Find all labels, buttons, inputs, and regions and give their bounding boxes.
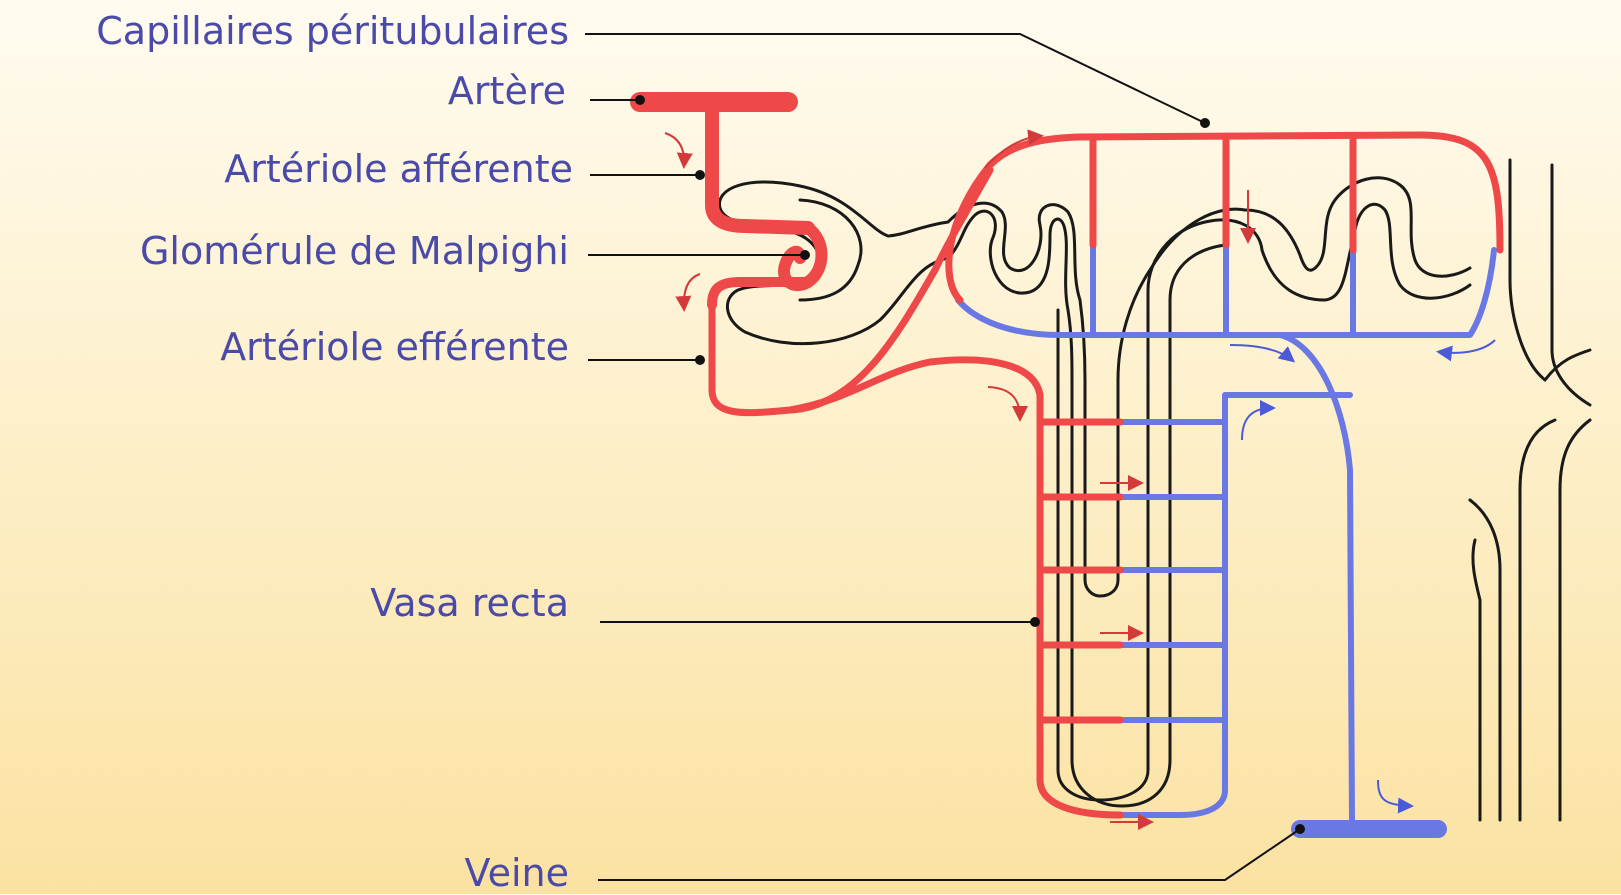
dot-veine [1295,824,1305,834]
arrow-red-vasa-down [988,387,1020,418]
arrow-blue-veine [1378,780,1410,806]
dot-glomerule [800,250,810,260]
dot-arteriole-afferente [695,170,705,180]
arrow-red-efferent [684,274,700,308]
arterial-vessels [640,102,1500,815]
arrow-red-artere [665,133,684,165]
dot-artere [635,95,645,105]
dot-vasa-recta [1030,617,1040,627]
dot-capillaires [1200,118,1210,128]
dot-arteriole-efferente [695,355,705,365]
arrow-blue-mid [1230,345,1292,360]
arrow-blue-right [1440,340,1495,353]
arrow-blue-vasa-up [1242,408,1272,440]
leader-lines [585,34,1300,880]
leader-veine [598,829,1300,880]
